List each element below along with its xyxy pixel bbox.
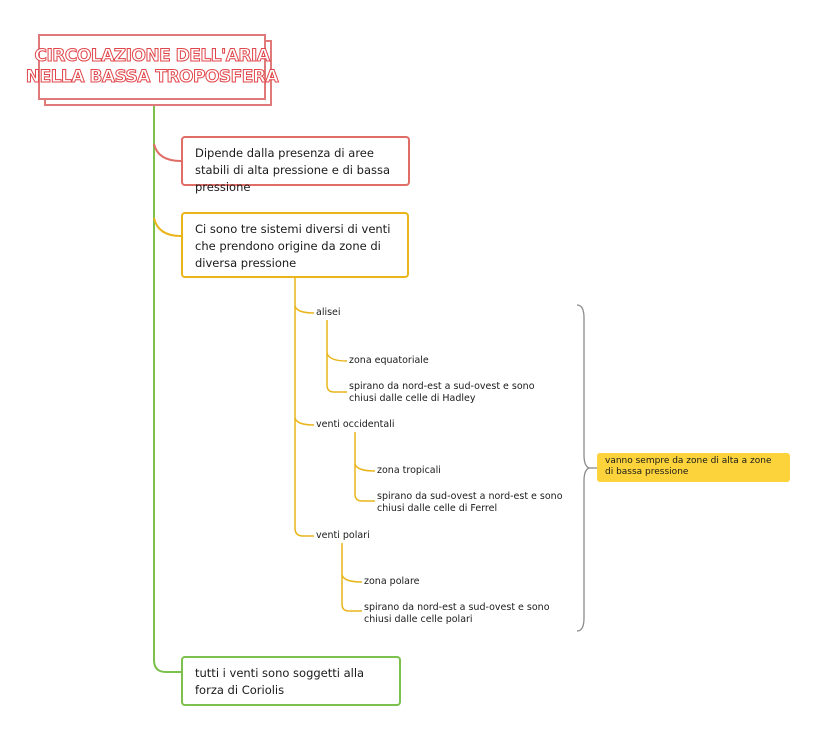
wind-alisei-label[interactable]: alisei (316, 307, 341, 318)
alisei-line (326, 320, 347, 393)
wind-polari-desc-line2: chiusi dalle celle polari (364, 614, 473, 625)
node-coriolis[interactable]: tutti i venti sono soggetti alla forza d… (181, 656, 401, 706)
title-line-1: CIRCOLAZIONE DELL'ARIA (34, 46, 271, 67)
wind-occidentali-zone[interactable]: zona tropicali (377, 465, 441, 476)
wind-alisei-zone[interactable]: zona equatoriale (349, 355, 429, 366)
node-pressure[interactable]: Dipende dalla presenza di aree stabili d… (181, 136, 410, 194)
node-systems-text: Ci sono tre sistemi diversi di venti che… (195, 222, 391, 270)
wind-occidentali-label[interactable]: venti occidentali (316, 419, 395, 430)
title-line-2: NELLA BASSA TROPOSFERA (25, 67, 279, 88)
polari-zone-connector (341, 574, 363, 583)
title-box[interactable]: CIRCOLAZIONE DELL'ARIA NELLA BASSA TROPO… (25, 34, 279, 100)
node-pressure-text: Dipende dalla presenza di aree stabili d… (195, 146, 391, 194)
branch-pressure (153, 143, 182, 162)
wind-alisei-desc-line2: chiusi dalle celle di Hadley (349, 393, 476, 404)
summary-note[interactable]: vanno sempre da zone di alta a zone di b… (597, 453, 790, 482)
wind-polari-desc[interactable]: spirano da nord-est a sud-ovest e sono c… (364, 602, 550, 626)
wind-alisei-desc-line1: spirano da nord-est a sud-ovest e sono (349, 381, 535, 392)
wind-alisei-desc[interactable]: spirano da nord-est a sud-ovest e sono c… (349, 381, 535, 405)
polari-line (341, 543, 362, 612)
occidentali-zone-connector (354, 463, 376, 472)
connector-occidentali (294, 417, 315, 426)
wind-polari-label[interactable]: venti polari (316, 530, 370, 541)
branch-systems (153, 217, 182, 237)
wind-polari-desc-line1: spirano da nord-est a sud-ovest e sono (364, 602, 550, 613)
trunk-line (153, 106, 181, 673)
summary-note-text: vanno sempre da zone di alta a zone di b… (605, 456, 772, 477)
brace (576, 304, 591, 632)
node-coriolis-text: tutti i venti sono soggetti alla forza d… (195, 666, 365, 697)
sub-trunk (294, 278, 314, 537)
wind-occidentali-desc-line2: chiusi dalle celle di Ferrel (377, 503, 498, 514)
node-systems[interactable]: Ci sono tre sistemi diversi di venti che… (181, 212, 409, 278)
wind-occidentali-desc-line1: spirano da sud-ovest a nord-est e sono (377, 491, 563, 502)
occidentali-line (354, 432, 375, 502)
wind-polari-zone[interactable]: zona polare (364, 576, 420, 587)
alisei-zone-connector (326, 352, 348, 362)
wind-occidentali-desc[interactable]: spirano da sud-ovest a nord-est e sono c… (377, 491, 563, 515)
connector-alisei (294, 305, 315, 314)
